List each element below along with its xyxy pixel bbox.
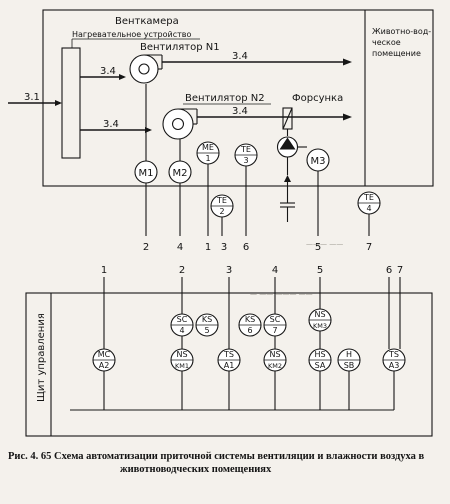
- device-sc7-top: SC: [270, 315, 281, 324]
- pump-triangle: [279, 137, 296, 150]
- device-sc7: SC 7: [263, 313, 287, 337]
- device-ks5-top: KS: [202, 315, 212, 324]
- room-label-1: Животно-вод-: [372, 27, 431, 36]
- device-hs-sa-bottom: SA: [315, 361, 326, 370]
- sensor-me1-bottom: 1: [205, 154, 210, 163]
- room-label-3: помещение: [372, 49, 421, 58]
- sensor-te3-top: TE: [240, 145, 251, 154]
- flow-label-fan1-out: 3.4: [232, 51, 248, 62]
- panel-number-7: 7: [397, 265, 403, 276]
- field-number-1: 1: [205, 242, 211, 253]
- device-sc7-bottom: 7: [272, 326, 277, 335]
- flow-label-inlet: 3.1: [24, 92, 40, 103]
- device-h-sb-bottom: SB: [344, 361, 355, 370]
- device-ns-km2-top: NS: [269, 350, 280, 359]
- field-number-2: 2: [143, 242, 149, 253]
- room-label-2: ческое: [372, 38, 401, 47]
- device-sc4-top: SC: [177, 315, 188, 324]
- device-hs-sa: HS SA: [308, 348, 332, 372]
- flow-label-to-fan2: 3.4: [103, 119, 119, 130]
- device-ks5-bottom: 5: [204, 326, 209, 335]
- sensor-te2-bottom: 2: [219, 207, 224, 216]
- bleed-text-1: ——— ——: [306, 240, 343, 248]
- device-mc-a2-top: MC: [98, 350, 111, 359]
- ventchamber-label: Венткамера: [115, 16, 179, 27]
- device-ns-km2: NS KM2: [263, 348, 287, 372]
- panel-number-2: 2: [179, 265, 185, 276]
- bleed-text-2: — —— ——— ——: [250, 290, 313, 298]
- device-ks6-bottom: 6: [247, 326, 252, 335]
- motor-m1-label: M1: [139, 168, 154, 179]
- device-ns-km1-top: NS: [176, 350, 187, 359]
- device-ns-km1: NS KM1: [170, 348, 194, 372]
- control-panel-label: Щит управления: [36, 313, 47, 402]
- device-ts-a3-bottom: A3: [389, 361, 400, 370]
- panel-number-3: 3: [226, 265, 232, 276]
- nozzle-label: Форсунка: [292, 93, 343, 104]
- device-ns-km3: NS KM3: [308, 308, 332, 332]
- device-ks6: KS 6: [238, 313, 262, 337]
- field-number-3: 3: [221, 242, 227, 253]
- fan2-supply-arrowhead: [343, 113, 352, 121]
- flow-label-to-fan1: 3.4: [100, 66, 116, 77]
- inlet-arrowhead: [55, 100, 62, 106]
- field-number-4: 4: [177, 242, 183, 253]
- panel-number-5: 5: [317, 265, 323, 276]
- device-ns-km3-bottom: KM3: [313, 322, 327, 330]
- device-sc4: SC 4: [170, 313, 194, 337]
- caption-line-2: животноводческих помещениях: [120, 464, 272, 475]
- fan1-supply-arrowhead: [343, 58, 352, 66]
- device-h-sb: H SB: [337, 348, 361, 372]
- device-ns-km3-top: NS: [314, 310, 325, 319]
- device-ns-km1-bottom: KM1: [175, 362, 189, 370]
- fan2-label: Вентилятор N2: [185, 93, 265, 104]
- field-number-6: 6: [243, 242, 249, 253]
- sensor-te2-top: TE: [216, 196, 227, 205]
- fan2-inlet-arrowhead: [145, 127, 152, 133]
- device-ts-a1-top: TS: [223, 350, 234, 359]
- sensor-te4-top: TE: [363, 193, 374, 202]
- device-mc-a2-bottom: A2: [99, 361, 110, 370]
- panel-number-4: 4: [272, 265, 278, 276]
- device-ts-a3-top: TS: [388, 350, 399, 359]
- device-ks5: KS 5: [195, 313, 219, 337]
- device-ns-km2-bottom: KM2: [268, 362, 282, 370]
- device-ts-a1-bottom: A1: [224, 361, 235, 370]
- sensor-me1-top: ME: [202, 143, 214, 152]
- fan1-label: Вентилятор N1: [140, 42, 220, 53]
- panel-number-1: 1: [101, 265, 107, 276]
- ventchamber-frame: [42, 9, 434, 187]
- sensor-te4-bottom: 4: [366, 204, 371, 213]
- device-hs-sa-top: HS: [314, 350, 325, 359]
- field-number-7: 7: [366, 242, 372, 253]
- panel-number-6: 6: [386, 265, 392, 276]
- device-ts-a1: TS A1: [217, 348, 241, 372]
- nozzle-diagonal: [282, 107, 293, 130]
- water-arrowhead: [284, 175, 291, 182]
- device-sc4-bottom: 4: [179, 326, 184, 335]
- motor-m2-label: M2: [173, 168, 188, 179]
- device-h-sb-top: H: [346, 350, 352, 359]
- device-ts-a3: TS A3: [382, 348, 406, 372]
- heater-label: Нагревательное устройство: [72, 30, 191, 39]
- device-mc-a2: MC A2: [92, 348, 116, 372]
- fan2-impeller: [171, 117, 185, 131]
- field-number-5: 5: [315, 242, 321, 253]
- fan1-impeller: [138, 63, 150, 75]
- sensor-te3-bottom: 3: [243, 156, 248, 165]
- caption-line-1: Рис. 4. 65 Схема автоматизации приточной…: [8, 451, 425, 462]
- flow-label-fan2-out: 3.4: [232, 106, 248, 117]
- device-ks6-top: KS: [245, 315, 255, 324]
- motor-m3-label: M3: [311, 156, 326, 167]
- fan1-inlet-arrowhead: [119, 74, 126, 80]
